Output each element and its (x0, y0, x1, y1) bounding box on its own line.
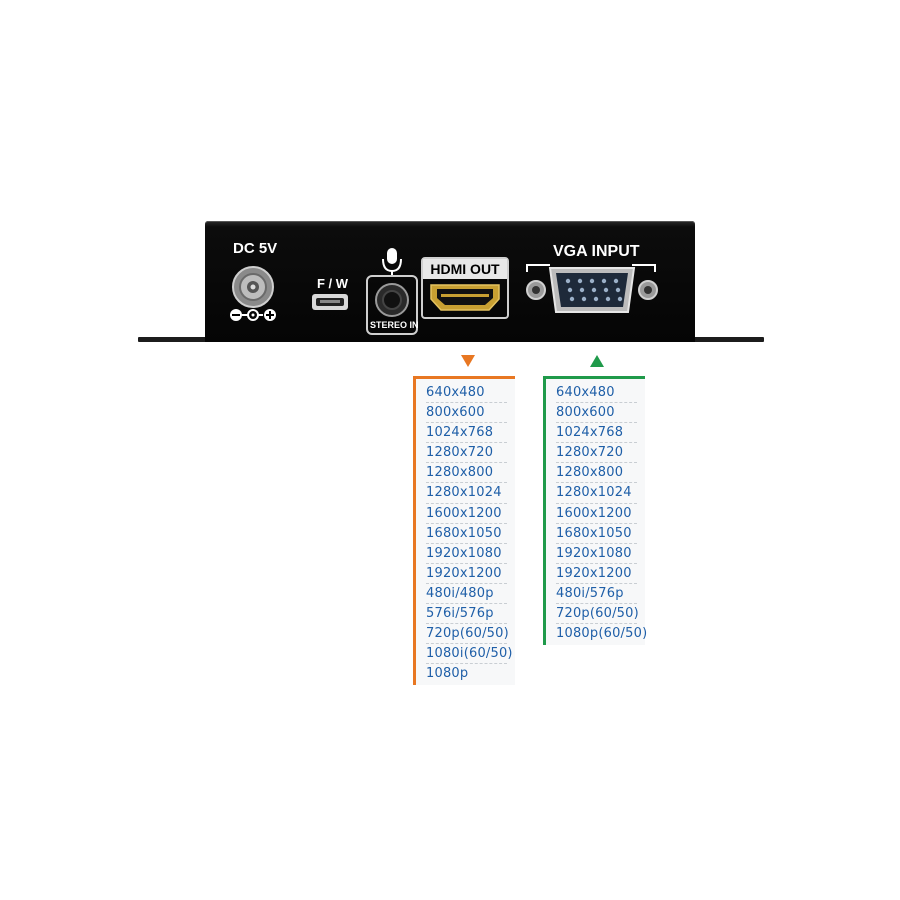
resolution-item: 1680x1050 (556, 524, 637, 544)
resolution-item: 480i/576p (556, 584, 637, 605)
resolution-item: 640x480 (556, 383, 637, 404)
resolution-item: 1600x1200 (556, 504, 637, 524)
resolution-item: 1280x800 (556, 463, 637, 484)
dc-power-label: DC 5V (233, 240, 278, 257)
firmware-port-label: F / W (317, 276, 349, 291)
resolution-item: 720p(60/50) (556, 604, 639, 625)
resolution-item: 1080p(60/50) (556, 626, 648, 642)
resolution-item: 640x480 (426, 383, 507, 404)
resolution-item: 800x600 (556, 403, 637, 424)
vga-input-label: VGA INPUT (553, 243, 640, 260)
hdmi-port-icon (430, 284, 500, 311)
resolution-item: 1280x800 (426, 463, 507, 484)
resolution-item: 1920x1080 (556, 544, 637, 564)
vga-bracket-icon (526, 264, 656, 272)
port-graphics (230, 248, 658, 321)
hdmi-out-frame: HDMI OUT (421, 257, 509, 319)
mini-usb-port-icon (312, 294, 348, 310)
resolution-item: 480i/480p (426, 584, 507, 605)
resolution-item: 1600x1200 (426, 504, 507, 524)
device-rear-panel: DC 5V F / W VGA INPUT STEREO IN HDMI OUT (0, 0, 900, 360)
mounting-flange-right (692, 337, 764, 342)
resolution-item: 1280x720 (556, 443, 637, 464)
polarity-icon (230, 309, 276, 321)
resolution-item: 800x600 (426, 403, 507, 424)
resolution-item: 1024x768 (556, 423, 637, 444)
stereo-in-label: STEREO IN (370, 320, 419, 330)
resolution-item: 720p(60/50) (426, 624, 509, 645)
hdmi-output-arrow-icon (461, 355, 475, 367)
resolution-item: 1920x1080 (426, 544, 507, 564)
vga-input-arrow-icon (590, 355, 604, 367)
microphone-icon (382, 248, 402, 275)
mounting-flange-left (138, 337, 210, 342)
resolution-item: 1920x1200 (426, 564, 507, 584)
resolution-item: 1280x720 (426, 443, 507, 464)
dc-power-jack-icon (232, 266, 274, 308)
stereo-jack-icon (375, 283, 409, 317)
resolution-item: 1280x1024 (556, 483, 637, 504)
stereo-in-frame (366, 275, 418, 335)
resolution-item: 1920x1200 (556, 564, 637, 584)
vga-port-icon (526, 267, 658, 313)
resolution-item: 1680x1050 (426, 524, 507, 544)
hdmi-out-label: HDMI OUT (423, 259, 507, 279)
resolution-item: 1024x768 (426, 423, 507, 444)
resolution-item: 1080p (426, 666, 469, 682)
resolution-item: 576i/576p (426, 604, 507, 625)
resolution-item: 1080i(60/50) (426, 644, 513, 665)
resolution-item: 1280x1024 (426, 483, 507, 504)
